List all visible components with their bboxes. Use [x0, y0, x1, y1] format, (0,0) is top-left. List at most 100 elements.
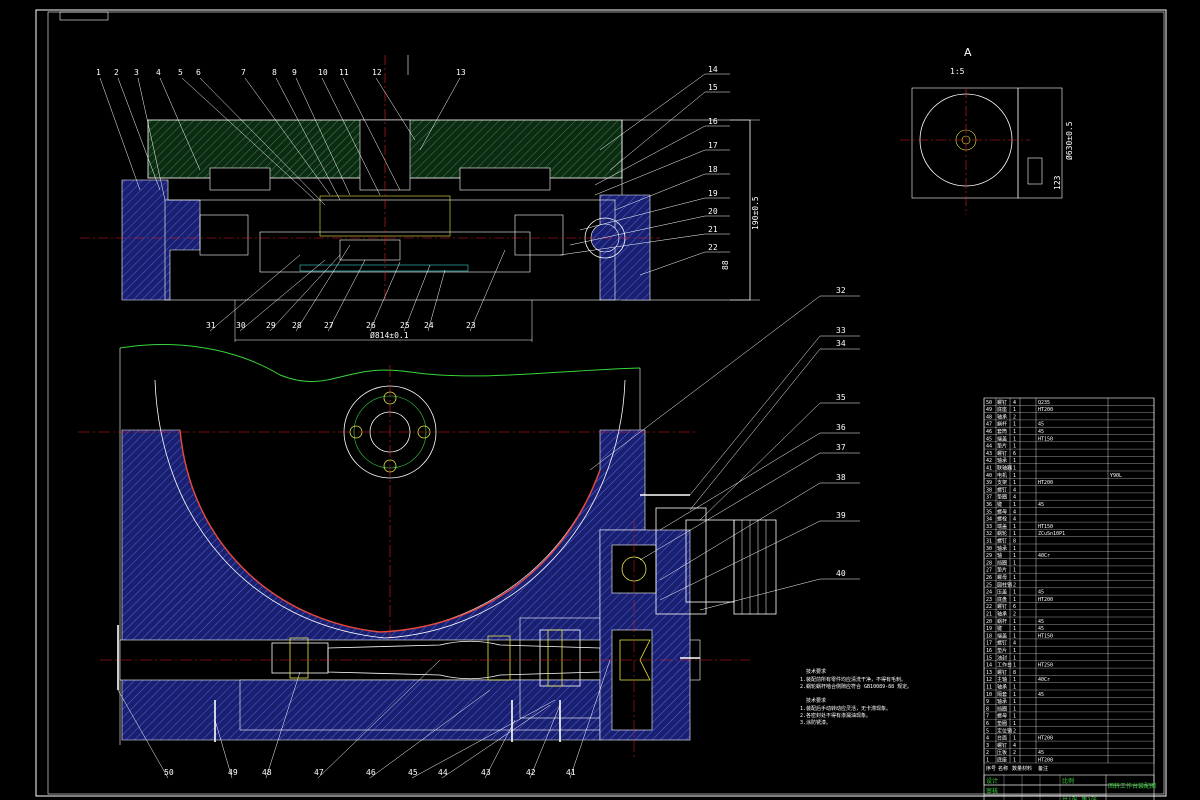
bom-row-name: 螺钉: [997, 603, 1007, 610]
bom-row-no: 7: [986, 714, 989, 720]
callout-22: 22: [708, 243, 718, 252]
corner-tag: [59, 11, 109, 21]
bom-row-no: 38: [986, 487, 992, 493]
bom-row-name: 底盘: [997, 596, 1007, 603]
bom-row-qty: 4: [1013, 495, 1016, 501]
bom-row-material: HT250: [1038, 663, 1053, 669]
bom-row-name: 挡圈: [997, 705, 1007, 712]
callout-7-leader: [244, 77, 331, 196]
bom-row-qty: 4: [1013, 517, 1016, 523]
dim-a: Ø630±0.5: [1064, 121, 1074, 160]
callout-8: 8: [272, 68, 277, 77]
bom-row-no: 19: [986, 626, 992, 632]
notes-line-2b: 2.各密封处不得有渗漏油现象。: [800, 712, 871, 719]
bom-row-no: 21: [986, 612, 992, 618]
bom-row-qty: 1: [1013, 524, 1016, 530]
bom-row-no: 1: [986, 758, 989, 764]
callout-33: 33: [836, 326, 846, 335]
bom-row-material: HT200: [1038, 597, 1053, 603]
bom-row-qty: 1: [1013, 531, 1016, 537]
callout-23-leader: [469, 249, 506, 332]
bom-header: 序号: [986, 765, 996, 772]
bom-row-qty: 4: [1013, 400, 1016, 406]
bom-row-qty: 1: [1013, 502, 1016, 508]
callout-17: 17: [708, 141, 718, 150]
callout-35: 35: [836, 393, 846, 402]
bom-row-qty: 1: [1013, 546, 1016, 552]
callout-42: 42: [526, 768, 536, 777]
bom-row-material: ZCuSn10P1: [1038, 531, 1065, 537]
bom-row-name: 轴承: [997, 684, 1007, 691]
bom-row-name: 蜗轮: [997, 530, 1007, 537]
bom-row-name: 联轴器: [997, 465, 1012, 472]
plan-view: [78, 344, 777, 760]
bom-row-qty: 1: [1013, 706, 1016, 712]
callout-12-leader: [375, 77, 416, 141]
dim-side: 88: [721, 260, 730, 270]
callout-45-leader: [411, 699, 556, 779]
bom-row-no: 25: [986, 582, 992, 588]
notes-line-2c: 3.涂防锈漆。: [800, 719, 831, 726]
bom-row-qty: 1: [1013, 480, 1016, 486]
bom-row-qty: 1: [1013, 444, 1016, 450]
callout-30-leader: [239, 259, 326, 332]
bom-row-name: 螺母: [997, 508, 1007, 515]
notes-line-1a: 1.装配前所有零件均应清洗干净，不得有毛刺。: [800, 676, 906, 683]
dim-bore: Ø814±0.1: [370, 330, 409, 340]
bom-row-no: 2: [986, 750, 989, 756]
bom-header: 材料: [1022, 765, 1032, 772]
bom-row-no: 39: [986, 480, 992, 486]
bom-row-qty: 1: [1013, 560, 1016, 566]
dim-a-side: 123: [1053, 175, 1062, 190]
notes-title-2: 技术要求: [806, 697, 826, 704]
bom-row-qty: 1: [1013, 655, 1016, 661]
bom-row-material: HT150: [1038, 436, 1053, 442]
bom-row-material: 40Cr: [1038, 677, 1050, 683]
bom-row-name: 工作台: [997, 662, 1012, 669]
bom-row-name: 螺钉: [997, 450, 1007, 457]
bom-header: 备注: [1038, 765, 1048, 772]
bom-header: 数量: [1012, 765, 1022, 772]
bom-row-name: 轴承: [997, 545, 1007, 552]
view-a: [900, 87, 1063, 215]
callout-48-leader: [265, 671, 301, 779]
callout-19: 19: [708, 189, 718, 198]
bom-row-no: 29: [986, 553, 992, 559]
callout-44-leader: [441, 704, 551, 779]
bom-row-no: 33: [986, 524, 992, 530]
callout-12: 12: [372, 68, 382, 77]
bom-row-qty: 1: [1013, 714, 1016, 720]
callout-37: 37: [836, 443, 846, 452]
callout-43: 43: [481, 768, 491, 777]
callout-34: 34: [836, 339, 846, 348]
bom-row-name: 螺母: [997, 574, 1007, 581]
bom-row-material: HT150: [1038, 633, 1053, 639]
bom-row-qty: 1: [1013, 590, 1016, 596]
bom-row-qty: 1: [1013, 575, 1016, 581]
bom-row-qty: 1: [1013, 429, 1016, 435]
bom-row-name: 螺栓: [997, 516, 1007, 523]
bom-row-no: 31: [986, 539, 992, 545]
title-block-sheet: 共1张 第1张: [1062, 796, 1097, 800]
bom-row-qty: 1: [1013, 626, 1016, 632]
bom-row-material: 45: [1038, 502, 1044, 508]
bom-row-no: 3: [986, 743, 989, 749]
bom-row-no: 17: [986, 641, 992, 647]
callout-13-leader: [419, 77, 461, 151]
bom-row-no: 32: [986, 531, 992, 537]
callout-42-leader: [529, 704, 561, 779]
bom-row-material: 45: [1038, 619, 1044, 625]
callout-25-leader: [403, 264, 431, 332]
callout-23: 23: [466, 321, 476, 330]
callout-9-leader: [295, 77, 351, 196]
bom-row-name: 轴承: [997, 698, 1007, 705]
bom-row-name: 螺钉: [997, 538, 1007, 545]
bom-row-no: 35: [986, 509, 992, 515]
bom-row-no: 42: [986, 458, 992, 464]
bom-row-qty: 6: [1013, 451, 1016, 457]
bom-row-qty: 1: [1013, 758, 1016, 764]
